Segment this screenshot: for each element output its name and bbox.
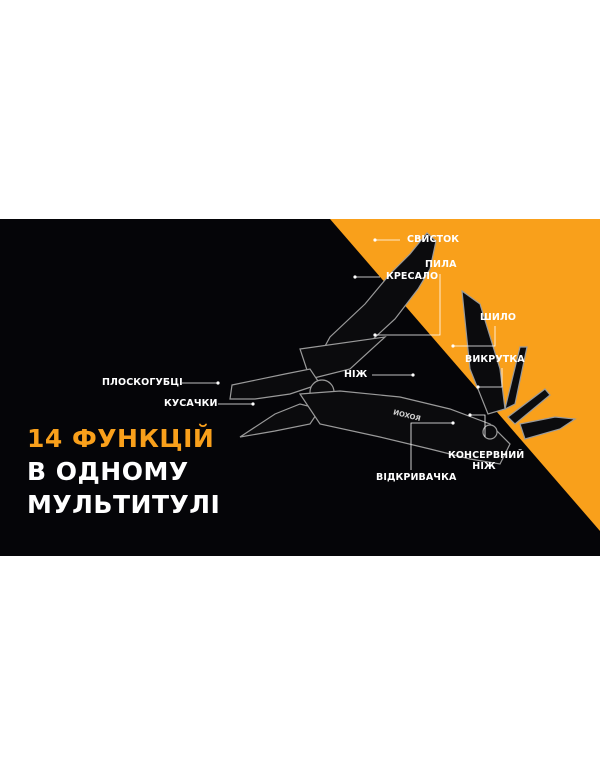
label-awl: ШИЛО [480,312,517,323]
banner-graphics: ROXON [182,219,600,531]
headline-line-1: 14 ФУНКЦІЙ [27,424,215,453]
label-bottle-opener: ВІДКРИВАЧКА [376,472,457,483]
promo-banner: ROXON СВИСТОК ПИЛА КРЕСАЛО ШИЛО ВИКРУТКА… [0,219,600,556]
label-pliers: ПЛОСКОГУБЦІ [102,377,183,388]
label-screwdriver: ВИКРУТКА [465,354,525,365]
label-saw: ПИЛА [425,259,457,270]
label-whistle: СВИСТОК [407,234,460,245]
label-wire-cutters: КУСАЧКИ [164,398,218,409]
label-firestarter: КРЕСАЛО [386,271,439,282]
label-can-opener-line1: КОНСЕРВНИЙ [448,450,525,461]
headline-line-3: МУЛЬТИТУЛІ [27,490,221,519]
leader-lines [182,239,503,470]
orange-triangle [330,219,600,531]
label-can-opener: КОНСЕРВНИЙ НІЖ [448,450,525,472]
label-can-opener-line2: НІЖ [472,461,496,472]
leader-dots [216,238,480,425]
headline-line-2: В ОДНОМУ [27,457,189,486]
multitool-image [229,232,577,465]
label-knife: НІЖ [344,369,368,380]
